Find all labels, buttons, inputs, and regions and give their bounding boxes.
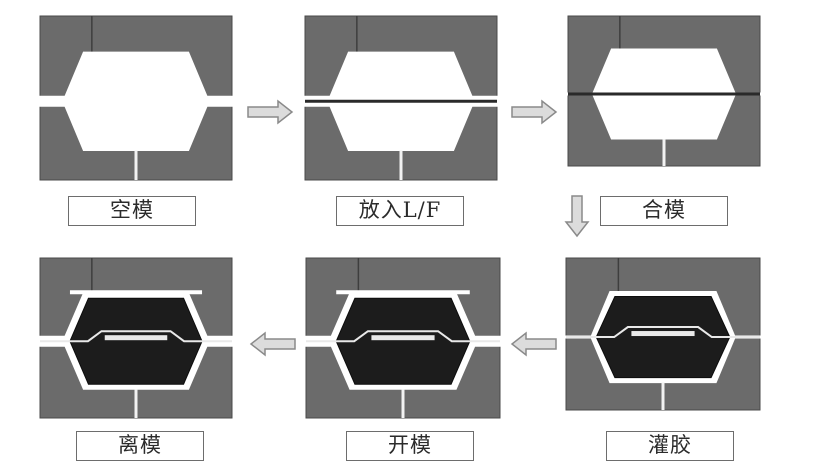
panel-open-mold (305, 257, 501, 419)
molded-compound (595, 295, 731, 379)
lead-frame (40, 330, 232, 343)
label-open-mold: 开模 (346, 431, 474, 461)
lead-frame (566, 326, 760, 339)
panel-eject (39, 257, 233, 419)
label-clamp-mold: 合模 (600, 196, 728, 226)
arrow-empty-to-load (247, 99, 294, 125)
label-inject-glue: 灌胶 (606, 431, 734, 461)
arrow-inject-to-open (510, 331, 557, 357)
die-pad (631, 331, 695, 337)
die-pad (104, 335, 168, 341)
molded-compound (335, 297, 471, 385)
mold-cavity (39, 51, 233, 151)
panel-clamp-mold (567, 15, 761, 167)
label-load-lf: 放入L/F (336, 196, 464, 226)
panel-load-lf (304, 15, 498, 181)
molded-compound (69, 297, 203, 385)
panel-empty-mold (39, 15, 233, 181)
die-pad (371, 335, 435, 341)
label-eject: 离模 (76, 431, 204, 461)
arrow-load-to-clamp (511, 99, 558, 125)
label-empty-mold: 空模 (68, 196, 196, 226)
arrow-open-to-eject (249, 331, 296, 357)
lead-frame (306, 330, 500, 343)
panel-inject-glue (565, 257, 761, 411)
arrow-clamp-to-inject (564, 195, 590, 238)
